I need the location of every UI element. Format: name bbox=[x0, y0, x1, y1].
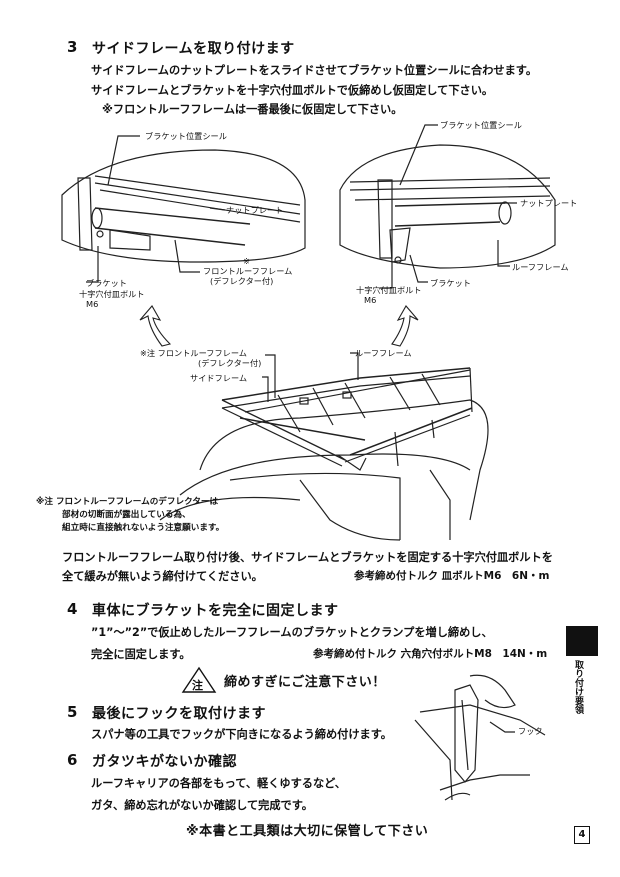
step6-number: 6 bbox=[67, 751, 78, 769]
main-label-deflector: (デフレクター付) bbox=[198, 358, 262, 368]
footnote-line1: ※注 フロントルーフフレームのデフレクターは bbox=[36, 497, 219, 507]
page-number: 4 bbox=[574, 826, 590, 844]
step3-title: サイドフレームを取り付けます bbox=[92, 41, 295, 57]
right-label-bracket-seal: ブラケット位置シール bbox=[440, 120, 522, 130]
left-label-bracket-seal: ブラケット位置シール bbox=[145, 131, 227, 141]
step3-line2: サイドフレームとブラケットを十字穴付皿ボルトで仮締めし仮固定して下さい。 bbox=[91, 84, 494, 97]
left-label-bracket: ブラケット bbox=[86, 278, 127, 288]
right-label-bracket: ブラケット bbox=[430, 278, 471, 288]
step6-line1: ルーフキャリアの各部をもって、軽くゆするなど、 bbox=[91, 777, 346, 790]
side-tab-block bbox=[566, 626, 598, 656]
footnote-line2: 部材の切断面が露出している為、 bbox=[62, 510, 191, 520]
step3-line1: サイドフレームのナットプレートをスライドさせてブラケット位置シールに合わせます。 bbox=[91, 64, 538, 77]
after-front-line2: 全て緩みが無いよう締付けてください。 bbox=[62, 570, 263, 583]
main-label-front-frame: ※注 フロントルーフフレーム bbox=[140, 348, 247, 358]
step3-number: 3 bbox=[67, 38, 78, 56]
step6-line2: ガタ、締め忘れがないか確認して完成です。 bbox=[91, 799, 313, 812]
after-front-torque: 参考締め付トルク 皿ボルトM6 6N・m bbox=[354, 570, 550, 582]
step5-number: 5 bbox=[67, 703, 78, 721]
left-label-front-frame: フロントルーフフレーム bbox=[203, 266, 293, 276]
hook-label: フック bbox=[518, 726, 543, 736]
main-label-roof-frame: ルーフフレーム bbox=[355, 348, 412, 358]
main-label-side-frame: サイドフレーム bbox=[190, 373, 248, 383]
step3-note: ※フロントルーフフレームは一番最後に仮固定して下さい。 bbox=[102, 103, 403, 116]
side-tab-label: 取り付け要領 bbox=[573, 660, 583, 714]
step5-line1: スパナ等の工具でフックが下向きになるよう締め付けます。 bbox=[91, 728, 392, 741]
left-label-bolt: 十字穴付皿ボルト bbox=[79, 289, 145, 299]
step4-title: 車体にブラケットを完全に固定します bbox=[92, 603, 339, 619]
right-label-nut-plate: ナットプレート bbox=[520, 198, 578, 208]
left-label-bolt-size: M6 bbox=[86, 299, 99, 309]
caution-text: 締めすぎにご注意下さい！ bbox=[224, 675, 386, 690]
step5-title: 最後にフックを取付けます bbox=[92, 706, 266, 722]
right-label-bolt-size: M6 bbox=[364, 295, 377, 305]
closing-note: ※本書と工具類は大切に保管して下さい bbox=[186, 824, 429, 839]
step4-torque: 参考締め付トルク 六角穴付ボルトM8 14N・m bbox=[313, 648, 548, 660]
step4-line2: 完全に固定します。 bbox=[91, 648, 191, 661]
caution-triangle-icon bbox=[181, 666, 217, 693]
left-label-nut-plate: ナットプレート bbox=[226, 205, 284, 215]
left-label-deflector: (デフレクター付) bbox=[210, 276, 274, 286]
step6-title: ガタツキがないか確認 bbox=[92, 754, 237, 770]
caution-mark: 注 bbox=[192, 679, 203, 692]
step4-number: 4 bbox=[67, 600, 78, 618]
right-label-bolt: 十字穴付皿ボルト bbox=[356, 285, 422, 295]
right-label-roof-frame: ルーフフレーム bbox=[512, 262, 569, 272]
footnote-line3: 組立時に直接触れないよう注意願います。 bbox=[62, 523, 225, 533]
step4-line1: ”1”～”2”で仮止めしたルーフフレームのブラケットとクランプを増し締めし、 bbox=[91, 626, 493, 639]
after-front-line1: フロントルーフフレーム取り付け後、サイドフレームとブラケットを固定する十字穴付皿… bbox=[62, 551, 553, 564]
left-label-asterisk: ※ bbox=[243, 256, 250, 266]
